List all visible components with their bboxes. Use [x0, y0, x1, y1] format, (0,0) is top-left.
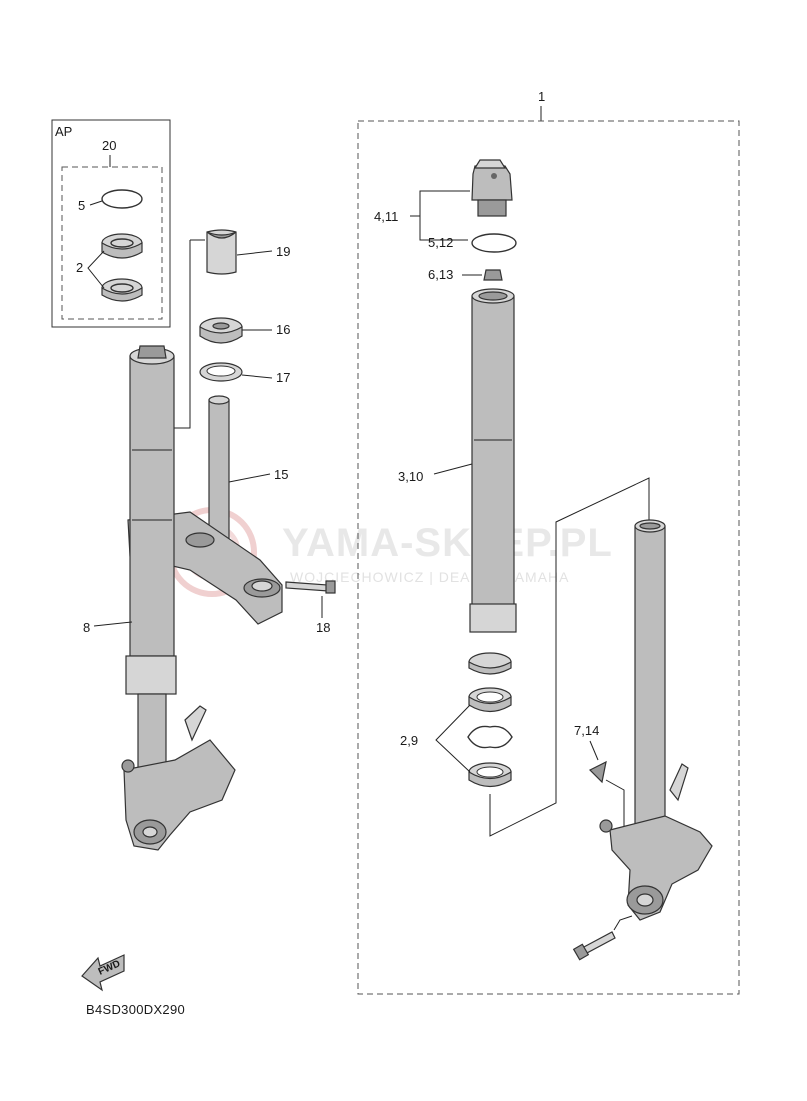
- fwd-arrow-icon: FWD: [81, 954, 125, 992]
- callout-18: 18: [316, 620, 330, 635]
- part-6-13-nut: [483, 269, 503, 281]
- fork-kit-group: 1 4,11 5,12 6,13 3,10: [357, 89, 740, 995]
- callout-8: 8: [83, 620, 90, 635]
- callout-7-14: 7,14: [574, 723, 599, 738]
- part-8-fork-tube: [129, 355, 175, 657]
- diagram-code: B4SD300DX290: [86, 1002, 185, 1017]
- left-fork-assembly: 19 16 17 15 18: [83, 229, 336, 851]
- ap-label: AP: [55, 124, 72, 139]
- callout-1: 1: [538, 89, 545, 104]
- callout-15: 15: [274, 467, 288, 482]
- callout-5-12: 5,12: [428, 235, 453, 250]
- part-4-11-cap-bolt: [471, 165, 513, 201]
- callout-3-10: 3,10: [398, 469, 423, 484]
- ap-group: AP 20 5 2: [51, 119, 171, 328]
- callout-20: 20: [102, 138, 116, 153]
- right-inner-tube: [634, 525, 666, 827]
- callout-6-13: 6,13: [428, 267, 453, 282]
- watermark-main: YAMA-SKLEP.PL: [282, 521, 613, 565]
- part-2-9-clip: [467, 725, 513, 749]
- callout-4-11: 4,11: [374, 209, 398, 224]
- part-19-collar: [206, 229, 237, 275]
- callout-19: 19: [276, 244, 290, 259]
- callout-16: 16: [276, 322, 290, 337]
- part-7-14-screw: [588, 760, 607, 784]
- part-3-10-outer-tube: [471, 295, 515, 607]
- callout-17: 17: [276, 370, 290, 385]
- callout-2: 2: [76, 260, 83, 275]
- callout-2-9: 2,9: [400, 733, 418, 748]
- callout-5: 5: [78, 198, 85, 213]
